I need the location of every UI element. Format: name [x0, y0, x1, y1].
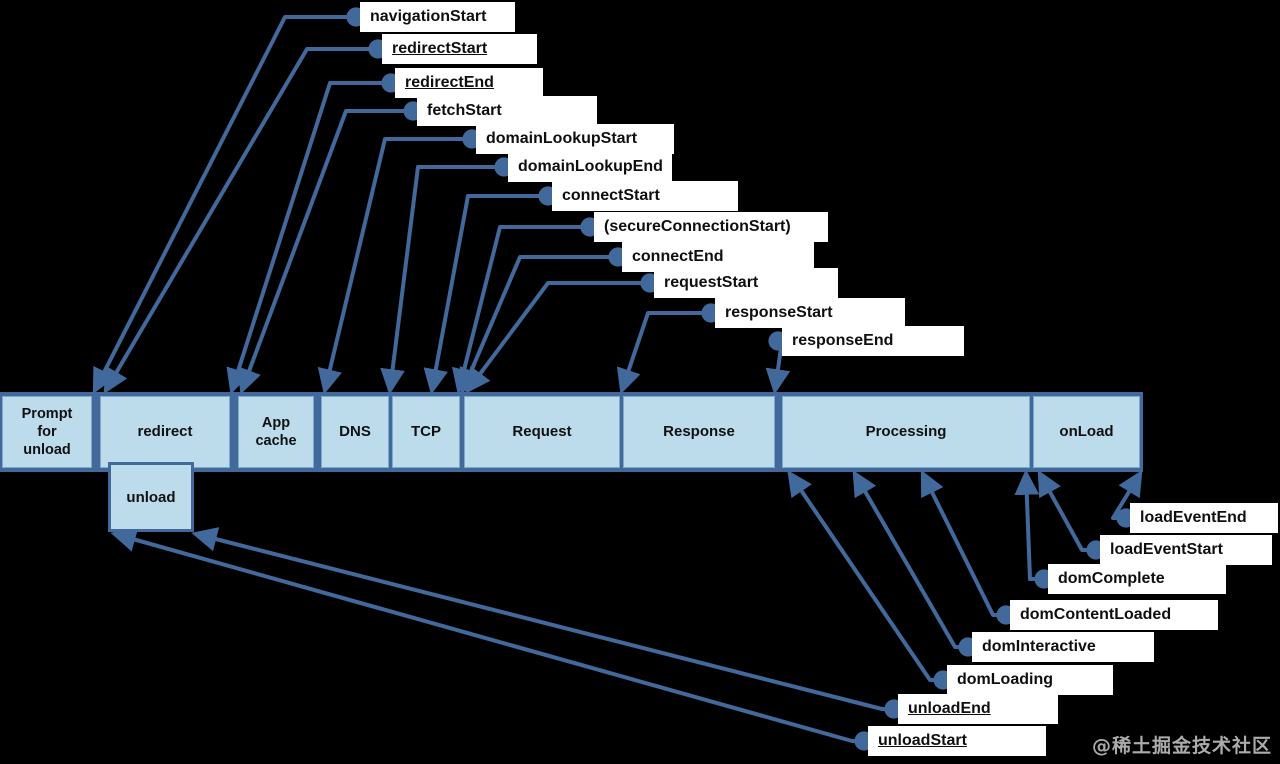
callout-label-domainLookupEnd[interactable]: domainLookupEnd [508, 152, 672, 182]
connector-domainLookupStart [317, 129, 482, 395]
connector-redirectStart [103, 39, 388, 395]
connector-unloadStart [110, 527, 874, 751]
phase-label-prompt-for-unload: Prompt for unload [21, 406, 73, 458]
callout-text-domainLookupStart: domainLookupStart [486, 130, 638, 147]
callout-label-domLoading[interactable]: domLoading [947, 665, 1113, 695]
connector-domInteractive [852, 469, 978, 657]
phase-label-unload: unload [126, 488, 176, 506]
callout-label-domContentLoaded[interactable]: domContentLoaded [1010, 600, 1218, 630]
watermark: @稀土掘金技术社区 [1091, 735, 1272, 757]
callout-text-connectStart: connectStart [562, 187, 660, 204]
connector-redirectEnd [226, 73, 401, 395]
callout-text-responseStart: responseStart [725, 304, 833, 321]
callout-text-loadEventStart: loadEventStart [1110, 541, 1223, 558]
connector-loadEventStart [1037, 469, 1106, 560]
connector-domainLookupEnd [380, 157, 514, 395]
phase-label-dns: DNS [339, 423, 371, 440]
callout-text-requestStart: requestStart [664, 274, 759, 291]
connector-secureConnectionStart [452, 217, 600, 395]
callout-text-navigationStart: navigationStart [370, 8, 487, 25]
callout-label-responseStart[interactable]: responseStart [715, 298, 905, 328]
callout-label-domComplete[interactable]: domComplete [1048, 564, 1226, 594]
callout-label-connectEnd[interactable]: connectEnd [622, 242, 814, 272]
phase-box-app-cache[interactable]: App cache [238, 396, 314, 468]
phase-box-redirect[interactable]: redirect [100, 396, 230, 468]
phase-label-response: Response [663, 423, 735, 440]
phase-label-request: Request [512, 423, 572, 440]
callout-label-redirectStart[interactable]: redirectStart [382, 34, 537, 64]
callout-text-redirectEnd: redirectEnd [405, 74, 494, 91]
callout-text-domainLookupEnd: domainLookupEnd [518, 158, 663, 175]
connector-domLoading [787, 470, 953, 690]
phase-label-processing: Processing [865, 423, 947, 440]
connector-responseEnd [765, 331, 791, 395]
callout-text-unloadEnd: unloadEnd [908, 700, 991, 717]
phase-box-response[interactable]: Response [623, 396, 775, 468]
callout-text-redirectStart: redirectStart [392, 40, 488, 57]
connector-navigationStart [92, 7, 366, 395]
callout-label-connectStart[interactable]: connectStart [552, 181, 738, 211]
callout-text-secureConnectionStart: (secureConnectionStart) [604, 218, 791, 235]
callout-text-domLoading: domLoading [957, 671, 1053, 688]
callout-text-connectEnd: connectEnd [632, 248, 724, 265]
connector-domComplete [1014, 469, 1054, 589]
callout-label-unloadStart[interactable]: unloadStart [868, 726, 1046, 756]
callout-label-fetchStart[interactable]: fetchStart [417, 96, 597, 126]
connector-responseStart [616, 303, 721, 395]
phase-label-tcp: TCP [411, 423, 441, 440]
timeline-phase-bar: Prompt for unload redirect App cache DNS TCP… [0, 392, 1143, 472]
callout-text-domInteractive: domInteractive [982, 638, 1096, 655]
phase-box-tcp[interactable]: TCP [392, 396, 460, 468]
phase-box-dns[interactable]: DNS [321, 396, 389, 468]
callout-label-navigationStart[interactable]: navigationStart [360, 2, 515, 32]
callout-text-domContentLoaded: domContentLoaded [1020, 606, 1172, 623]
callout-label-secureConnectionStart[interactable]: (secureConnectionStart) [594, 212, 828, 242]
callout-text-fetchStart: fetchStart [427, 102, 502, 119]
phase-box-unload[interactable]: unload [108, 462, 194, 532]
callout-label-responseEnd[interactable]: responseEnd [782, 326, 964, 356]
callout-label-unloadEnd[interactable]: unloadEnd [898, 694, 1058, 724]
phase-box-request[interactable]: Request [464, 396, 620, 468]
callout-label-redirectEnd[interactable]: redirectEnd [395, 68, 543, 98]
phase-label-app-cache: App cache [255, 415, 297, 449]
callout-label-domInteractive[interactable]: domInteractive [972, 632, 1154, 662]
connector-fetchStart [237, 101, 423, 395]
callout-text-unloadStart: unloadStart [878, 732, 967, 749]
callout-label-domainLookupStart[interactable]: domainLookupStart [476, 124, 674, 154]
phase-box-onload[interactable]: onLoad [1033, 396, 1140, 468]
callout-label-requestStart[interactable]: requestStart [654, 268, 838, 298]
connector-domContentLoaded [920, 469, 1016, 625]
connector-unloadEnd [191, 527, 904, 719]
callout-text-responseEnd: responseEnd [792, 332, 894, 349]
connector-requestStart [465, 273, 660, 394]
callout-text-domComplete: domComplete [1058, 570, 1165, 587]
phase-label-onload: onLoad [1059, 423, 1114, 440]
callout-text-loadEventEnd: loadEventEnd [1140, 509, 1247, 526]
connector-loadEventEnd [1111, 469, 1143, 528]
callout-label-loadEventStart[interactable]: loadEventStart [1100, 535, 1272, 565]
phase-label-redirect: redirect [137, 423, 193, 440]
callout-label-loadEventEnd[interactable]: loadEventEnd [1130, 503, 1278, 533]
connector-connectStart [423, 186, 558, 395]
phase-box-prompt-for-unload[interactable]: Prompt for unload [2, 396, 92, 468]
phase-box-processing[interactable]: Processing [782, 396, 1030, 468]
